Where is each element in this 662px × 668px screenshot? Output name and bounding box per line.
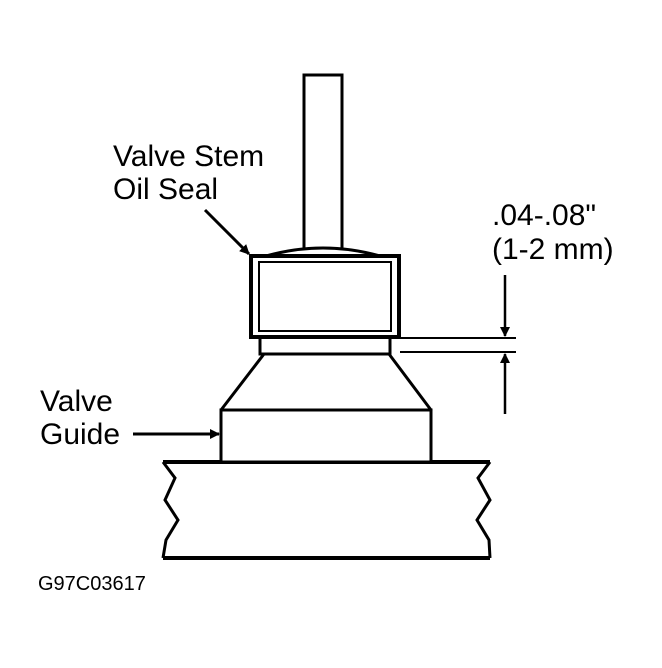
label-guide-line1: Valve (40, 385, 113, 418)
seal-pointer-arrow (203, 208, 251, 256)
cylinder-head-block (161, 460, 492, 560)
label-seal-line1: Valve Stem (113, 140, 264, 173)
guide-top-collar (258, 335, 392, 356)
label-guide-line2: Guide (40, 418, 120, 451)
label-dimension-mm: (1-2 mm) (492, 233, 614, 266)
dimension-marker (400, 275, 516, 414)
valve-stem (302, 73, 344, 253)
oil-seal-body (249, 254, 401, 339)
label-seal-line2: Oil Seal (113, 173, 218, 206)
valve-guide-body (219, 352, 433, 464)
figure-code: G97C03617 (38, 573, 146, 595)
block-break-right (475, 461, 492, 559)
label-dimension-inch: .04-.08" (492, 199, 596, 232)
block-break-left (161, 461, 180, 559)
